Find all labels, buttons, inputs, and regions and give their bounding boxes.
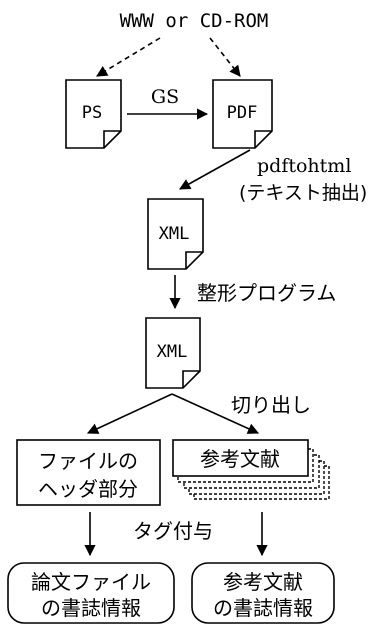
paper-bib-line1: 論文ファイル xyxy=(31,570,151,594)
cut-arrow-right xyxy=(171,393,260,434)
formatting-program-label: 整形プログラム xyxy=(197,281,336,305)
header-part-box xyxy=(16,439,161,506)
references-label: 参考文献 xyxy=(200,447,280,471)
pdftohtml-arrow xyxy=(179,149,251,190)
xml-document-icon-1 xyxy=(147,198,204,270)
ref-bib-box xyxy=(191,562,335,624)
ref-bib-line2: の書誌情報 xyxy=(213,596,313,620)
ps-label: PS xyxy=(82,103,102,123)
xml-label-1: XML xyxy=(159,224,190,244)
ref-bib-line1: 参考文献 xyxy=(223,570,303,594)
header-part-line1: ファイルの xyxy=(38,449,138,473)
source-label: WWW or CD-ROM xyxy=(120,10,269,32)
paper-bib-box xyxy=(7,562,175,624)
pdf-label: PDF xyxy=(227,103,258,123)
tagging-label: タグ付与 xyxy=(133,519,213,543)
references-stack xyxy=(172,439,330,500)
text-extraction-label: (テキスト抽出) xyxy=(239,182,367,204)
gs-label: GS xyxy=(151,86,179,108)
pdftohtml-label: pdftohtml xyxy=(257,155,351,177)
pdf-document-icon xyxy=(212,79,273,149)
xml-label-2: XML xyxy=(157,342,188,362)
dashed-arrow-to-pdf xyxy=(209,37,241,77)
cut-out-label: 切り出し xyxy=(231,393,311,417)
header-part-line2: ヘッダ部分 xyxy=(38,477,138,501)
ps-document-icon xyxy=(65,79,122,149)
dashed-arrow-to-ps xyxy=(96,37,161,77)
paper-bib-line2: の書誌情報 xyxy=(41,596,141,620)
cut-arrow-left xyxy=(86,393,173,434)
xml-document-icon-2 xyxy=(145,317,201,389)
